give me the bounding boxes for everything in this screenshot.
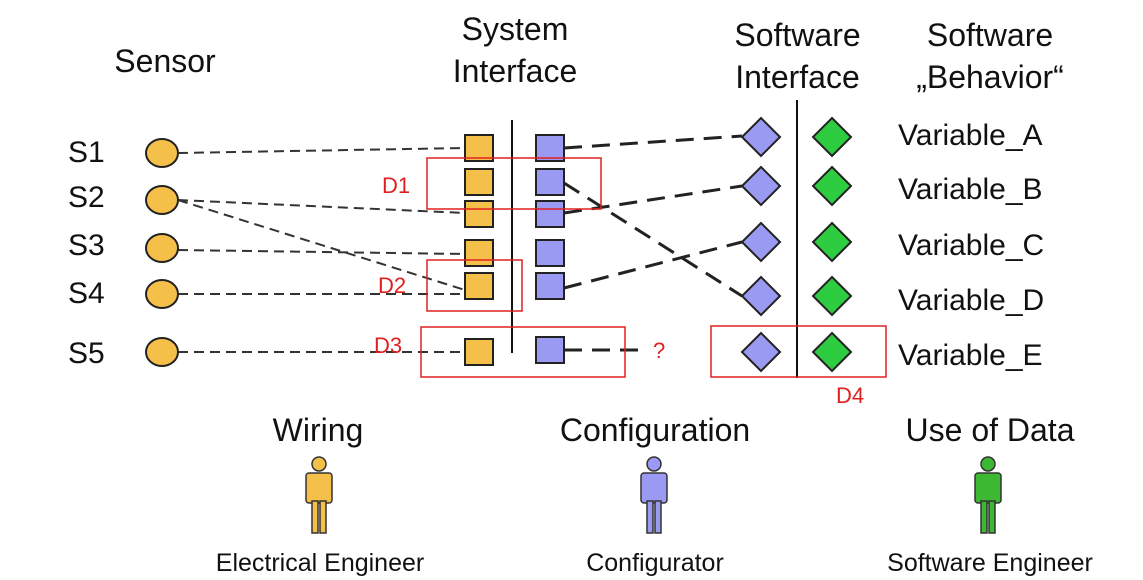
- configurator-person-icon: [640, 456, 668, 534]
- defect-box-d2: [426, 259, 523, 312]
- system-port-5: [464, 272, 494, 300]
- unknown-target-marker: ?: [653, 338, 665, 363]
- header-system-interface-line2: Interface: [452, 53, 578, 89]
- config-port-2: [535, 168, 565, 196]
- sensor-label-s3: S3: [68, 229, 105, 262]
- configuration-connections: [563, 134, 743, 352]
- defect-label-d3: D3: [374, 333, 402, 358]
- software-interface-ports: [740, 116, 782, 373]
- header-software-interface: Software Interface: [710, 14, 885, 98]
- role-configuration: Configuration: [559, 412, 751, 448]
- defect-box-d4: [710, 325, 887, 378]
- sw-interface-diamond-d: [740, 275, 782, 317]
- sw-interface-diamond-e: [740, 331, 782, 373]
- variable-label-c: Variable_C: [898, 229, 1045, 262]
- configuration-ports: [535, 134, 565, 364]
- system-port-2: [464, 168, 494, 196]
- behavior-diamond-a: [811, 116, 853, 158]
- sw-interface-diamond-a: [740, 116, 782, 158]
- behavior-diamond-e: [811, 331, 853, 373]
- connection-s1-to-si1: [177, 147, 466, 154]
- variable-label-a: Variable_A: [898, 119, 1043, 152]
- header-system-interface-line1: System: [461, 11, 569, 47]
- behavior-diamond-b: [811, 165, 853, 207]
- header-sensor-text: Sensor: [114, 43, 216, 79]
- electrical-engineer-person-icon: [305, 456, 333, 534]
- connection-s2-to-si3: [177, 199, 466, 214]
- sensor-node-s5: [145, 337, 179, 367]
- behavior-ports: [811, 116, 853, 373]
- defect-label-d2: D2: [378, 273, 406, 298]
- header-system-interface: System Interface: [425, 8, 605, 92]
- connection-cfg5-to-var-c: [563, 240, 743, 290]
- system-port-3: [464, 200, 494, 228]
- header-software-behavior-line1: Software: [926, 17, 1054, 53]
- sensor-label-s2: S2: [68, 181, 105, 214]
- connection-s3-to-si4: [177, 249, 466, 255]
- config-port-1: [535, 134, 565, 162]
- sensor-node-s2: [145, 185, 179, 215]
- system-port-1: [464, 134, 494, 162]
- config-port-4: [535, 239, 565, 267]
- software-engineer-person-icon: [974, 456, 1002, 534]
- defect-box-d1: [426, 157, 602, 210]
- connection-cfg2-to-var-d: [563, 181, 743, 298]
- config-port-5: [535, 272, 565, 300]
- system-interface-ports: [464, 134, 494, 366]
- variable-label-b: Variable_B: [898, 173, 1043, 206]
- role-wiring: Wiring: [272, 412, 364, 448]
- sensor-node-s4: [145, 279, 179, 309]
- sensor-nodes: [145, 138, 179, 367]
- sensor-label-s5: S5: [68, 337, 105, 370]
- sensor-label-s1: S1: [68, 136, 105, 169]
- header-software-behavior: Software „Behavior“: [895, 14, 1085, 98]
- person-configurator: Configurator: [586, 549, 724, 577]
- variable-label-e: Variable_E: [898, 339, 1043, 372]
- variable-label-d: Variable_D: [898, 284, 1045, 317]
- system-port-4: [464, 239, 494, 267]
- system-port-6: [464, 338, 494, 366]
- defect-label-d4: D4: [836, 383, 864, 408]
- header-sensor: Sensor: [95, 40, 235, 82]
- defect-boxes: [420, 157, 887, 378]
- header-software-behavior-line2: „Behavior“: [916, 59, 1064, 95]
- connection-cfg1-to-var-a: [563, 134, 743, 150]
- sensor-node-s1: [145, 138, 179, 168]
- config-port-6: [535, 336, 565, 364]
- header-software-interface-line1: Software: [734, 17, 861, 53]
- behavior-diamond-c: [811, 221, 853, 263]
- sensor-label-s4: S4: [68, 277, 105, 310]
- header-software-interface-line2: Interface: [735, 59, 860, 95]
- wiring-connections: [177, 147, 466, 353]
- sw-interface-diamond-c: [740, 221, 782, 263]
- sensor-node-s3: [145, 233, 179, 263]
- person-electrical-engineer: Electrical Engineer: [215, 549, 425, 577]
- sw-interface-diamond-b: [740, 165, 782, 207]
- person-software-engineer: Software Engineer: [887, 549, 1093, 577]
- behavior-diamond-d: [811, 275, 853, 317]
- connection-s2-to-si5: [177, 199, 466, 291]
- role-use-of-data: Use of Data: [905, 412, 1075, 448]
- defect-label-d1: D1: [382, 173, 410, 198]
- defect-box-d3: [420, 326, 626, 378]
- config-port-3: [535, 200, 565, 228]
